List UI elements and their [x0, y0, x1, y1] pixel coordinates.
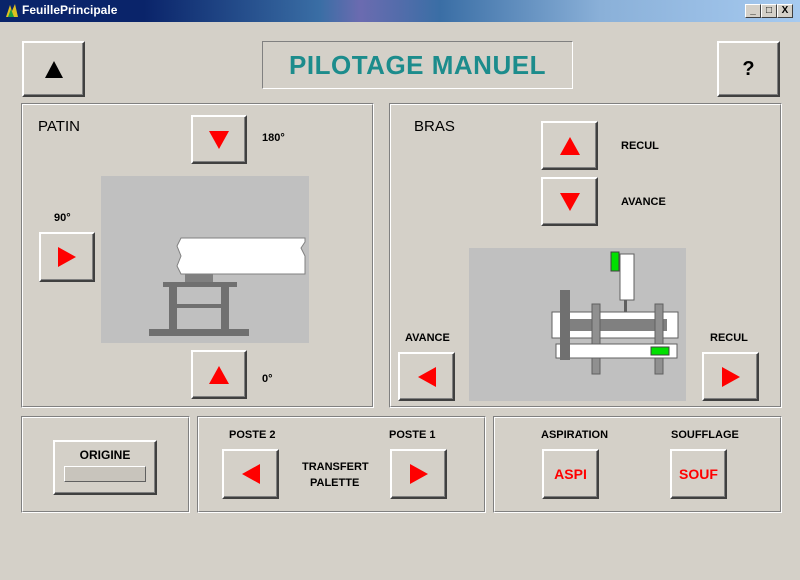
transfert-line2: PALETTE — [310, 477, 360, 489]
transfert-poste1-button[interactable] — [390, 449, 447, 499]
page-title: PILOTAGE MANUEL — [262, 41, 573, 89]
arrow-down-icon — [559, 192, 580, 211]
souf-label: SOUF — [679, 466, 718, 482]
up-nav-button[interactable] — [22, 41, 85, 97]
arrow-right-icon — [409, 464, 428, 484]
patin-panel — [21, 103, 374, 408]
bras-recul-horizontal-button[interactable] — [702, 352, 759, 401]
patin-illustration — [149, 237, 306, 336]
aspiration-label: ASPIRATION — [541, 429, 609, 441]
poste2-label: POSTE 2 — [229, 429, 276, 441]
bras-diagram — [469, 248, 686, 401]
bras-illustration — [551, 251, 679, 375]
close-button[interactable]: X — [777, 4, 793, 18]
patin-0-label: 0° — [262, 373, 273, 385]
bras-title: BRAS — [414, 118, 455, 135]
minimize-button[interactable]: _ — [745, 4, 761, 18]
bras-avance-top-label: AVANCE — [621, 196, 666, 208]
transfert-panel — [197, 416, 486, 513]
transfert-poste2-button[interactable] — [222, 449, 279, 499]
bras-recul-vertical-button[interactable] — [541, 121, 598, 170]
patin-90-button[interactable] — [39, 232, 95, 282]
aspi-label: ASPI — [554, 466, 587, 482]
bras-avance-horizontal-button[interactable] — [398, 352, 455, 401]
patin-180-label: 180° — [262, 132, 285, 144]
arrow-down-icon — [209, 130, 229, 149]
patin-180-button[interactable] — [191, 115, 247, 164]
arrow-right-icon — [58, 247, 76, 267]
aspi-button[interactable]: ASPI — [542, 449, 599, 499]
souf-button[interactable]: SOUF — [670, 449, 727, 499]
title-bar: FeuillePrincipale _ □ X — [0, 0, 800, 22]
origine-panel — [21, 416, 190, 513]
origine-button[interactable]: ORIGINE — [53, 440, 157, 495]
patin-90-label: 90° — [54, 212, 71, 224]
help-button[interactable]: ? — [717, 41, 780, 97]
arrow-up-icon — [44, 60, 63, 78]
arrow-left-icon — [241, 464, 260, 484]
patin-diagram — [101, 176, 309, 343]
soufflage-label: SOUFFLAGE — [671, 429, 739, 441]
origine-label: ORIGINE — [79, 448, 131, 462]
patin-0-button[interactable] — [191, 350, 247, 399]
transfert-line1: TRANSFERT — [302, 461, 369, 473]
arrow-left-icon — [417, 366, 436, 387]
poste1-label: POSTE 1 — [389, 429, 436, 441]
arrow-up-icon — [209, 365, 229, 384]
bras-recul-top-label: RECUL — [621, 140, 659, 152]
arrow-right-icon — [721, 366, 740, 387]
bras-avance-left-label: AVANCE — [405, 332, 450, 344]
bras-recul-right-label: RECUL — [710, 332, 748, 344]
bras-panel — [389, 103, 782, 408]
maximize-button[interactable]: □ — [761, 4, 777, 18]
app-icon — [6, 4, 18, 17]
arrow-up-icon — [559, 136, 580, 155]
air-panel — [493, 416, 782, 513]
bras-avance-vertical-button[interactable] — [541, 177, 598, 226]
origine-indicator — [64, 466, 146, 482]
patin-title: PATIN — [38, 118, 80, 135]
window-title: FeuillePrincipale — [22, 3, 118, 17]
